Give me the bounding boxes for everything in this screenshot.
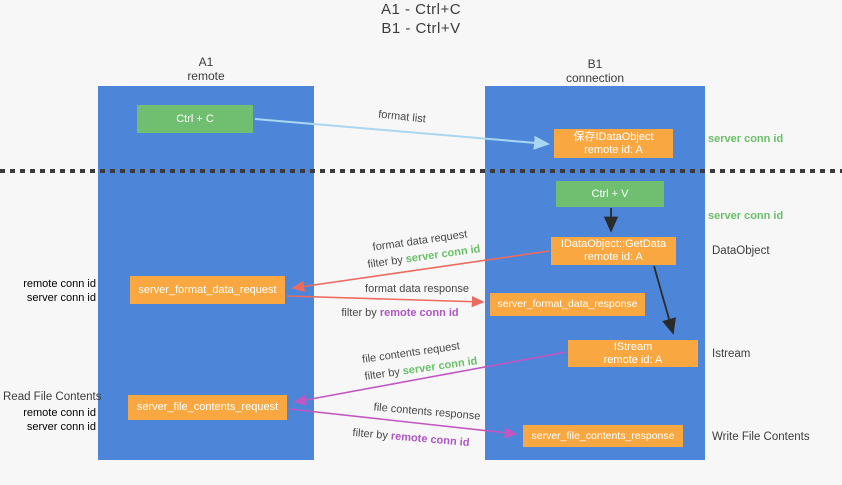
left-server-conn-id-label: server conn id <box>26 292 96 304</box>
diagram-title: A1 - Ctrl+C B1 - Ctrl+V <box>0 0 842 38</box>
read-file-contents-label: Read File Contents <box>3 391 102 403</box>
format-data-request-arrow <box>291 250 550 292</box>
idataobject-getdata-line1: IDataObject::GetData <box>560 238 667 250</box>
column-b1-subtitle: connection <box>565 71 625 85</box>
ctrl-c-node: Ctrl + C <box>137 105 253 133</box>
diagram-title-line2: B1 - Ctrl+V <box>381 20 461 37</box>
column-header-b1: B1 connection <box>485 57 705 85</box>
right-server-conn-id-mid-label: server conn id <box>708 210 784 222</box>
right-server-conn-id-top-label: server conn id <box>708 133 784 145</box>
save-idataobject-line2: remote id: A <box>584 143 643 156</box>
write-file-contents-label: Write File Contents <box>712 431 810 443</box>
ctrl-v-label: Ctrl + V <box>591 187 629 200</box>
file-contents-request-arrow <box>293 351 567 406</box>
server-file-contents-request-label: server_file_contents_request <box>136 401 279 413</box>
ctrl-v-node: Ctrl + V <box>556 181 664 207</box>
filter-by-text: filter by <box>341 307 377 319</box>
server-format-data-request-label: server_format_data_request <box>138 283 277 296</box>
server-file-contents-response-node: server_file_contents_response <box>523 425 683 447</box>
server-format-data-response-label: server_format_data_response <box>497 298 638 310</box>
left-remote-conn-id-label: remote conn id <box>23 278 96 290</box>
column-a1-title: A1 <box>198 55 214 69</box>
istream-line1: IStream <box>613 340 653 353</box>
copy-paste-divider-line <box>0 169 842 173</box>
remote-conn-id-text: remote conn id <box>379 307 459 319</box>
server-file-contents-response-label: server_file_contents_response <box>531 429 675 442</box>
server-format-data-request-node: server_format_data_request <box>130 276 285 304</box>
save-idataobject-line1: 保存IDataObject <box>573 130 654 143</box>
server-file-contents-request-node: server_file_contents_request <box>128 395 287 420</box>
format-list-arrow <box>254 118 550 150</box>
idataobject-getdata-node: IDataObject::GetData remote id: A <box>551 237 676 265</box>
server-format-data-response-node: server_format_data_response <box>490 293 645 316</box>
file-contents-response-arrow <box>288 408 518 439</box>
dataobject-side-label: DataObject <box>712 245 770 257</box>
format-data-response-label: format data response <box>365 283 469 295</box>
format-data-response-arrow <box>286 295 485 308</box>
istream-line2: remote id: A <box>603 353 663 366</box>
getdata-to-istream-arrow <box>653 265 676 335</box>
idataobject-getdata-line2: remote id: A <box>584 251 643 263</box>
istream-node: IStream remote id: A <box>568 340 698 367</box>
column-header-a1: A1 remote <box>98 55 314 83</box>
ctrl-c-label: Ctrl + C <box>176 112 214 125</box>
istream-side-label: Istream <box>712 348 751 360</box>
column-a1-subtitle: remote <box>187 69 225 83</box>
left-server-conn-id-label-2: server conn id <box>26 421 96 433</box>
left-remote-conn-id-label-2: remote conn id <box>23 407 96 419</box>
left-conn-id-pair-2: remote conn id server conn id <box>4 406 96 434</box>
left-conn-id-pair-1: remote conn id server conn id <box>4 277 96 305</box>
save-idataobject-node: 保存IDataObject remote id: A <box>554 129 673 158</box>
diagram-title-line1: A1 - Ctrl+C <box>380 1 462 18</box>
column-b1-title: B1 <box>587 57 603 71</box>
